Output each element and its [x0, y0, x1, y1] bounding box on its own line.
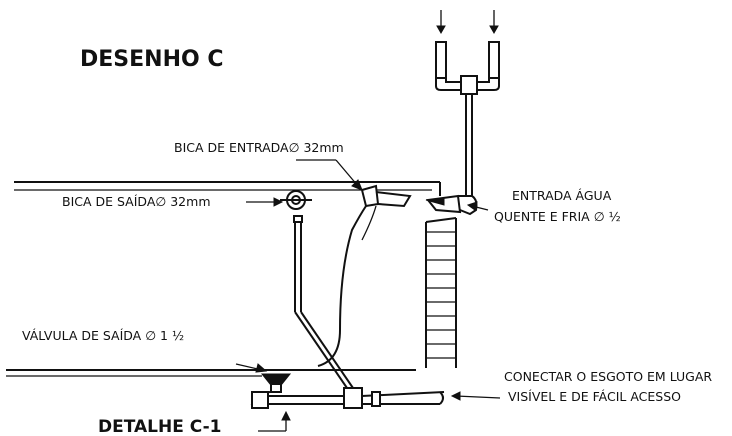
label-outlet-spout: BICA DE SAÍDA∅ 32mm	[62, 194, 211, 209]
detail-label: DETALHE C-1	[98, 417, 222, 436]
arrow-down-icon	[436, 10, 446, 35]
drawing-title: DESENHO C	[80, 47, 224, 72]
drain-pipe	[250, 387, 445, 409]
leader-outlet	[246, 197, 284, 207]
label-drain-valve: VÁLVULA DE SAÍDA ∅ 1 ½	[22, 328, 184, 343]
arrow-down-icon	[489, 10, 499, 35]
leader-detail	[258, 410, 291, 432]
inlet-spout	[317, 184, 412, 367]
flexible-hose	[425, 217, 457, 368]
leader-drain-valve	[235, 363, 268, 373]
label-water-inlet-2: QUENTE E FRIA ∅ ½	[494, 209, 621, 224]
crosshair-circle-icon	[280, 190, 312, 210]
supply-manifold	[435, 41, 500, 196]
label-water-inlet-1: ENTRADA ÁGUA	[512, 188, 612, 203]
leader-sewer	[450, 391, 501, 401]
overflow-pipe	[293, 215, 354, 389]
label-sewer-1: CONECTAR O ESGOTO EM LUGAR	[504, 369, 712, 384]
label-inlet-spout: BICA DE ENTRADA∅ 32mm	[174, 140, 344, 155]
leader-inlet-spout	[296, 159, 363, 191]
drain-valve	[260, 373, 292, 385]
leader-water-inlet	[466, 201, 489, 211]
label-sewer-2: VISÍVEL E DE FÁCIL ACESSO	[508, 389, 681, 404]
